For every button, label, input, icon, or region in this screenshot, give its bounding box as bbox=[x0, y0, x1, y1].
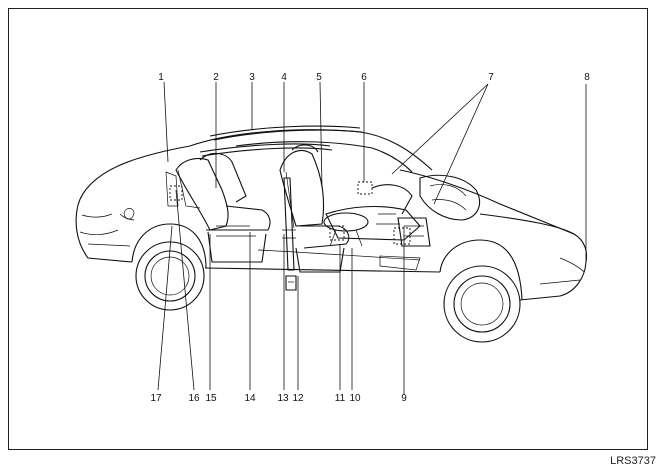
callout-11: 11 bbox=[335, 393, 346, 404]
callout-14: 14 bbox=[244, 393, 256, 404]
car-body bbox=[75, 125, 588, 301]
callout-7: 7 bbox=[488, 72, 494, 83]
callout-13: 13 bbox=[277, 393, 289, 404]
callout-8: 8 bbox=[584, 72, 590, 83]
callout-6: 6 bbox=[361, 72, 367, 83]
rear-seat bbox=[165, 152, 271, 263]
sensor-boxes bbox=[169, 181, 411, 245]
callout-12: 12 bbox=[292, 393, 304, 404]
callout-labels: 1 2 3 4 5 6 7 8 9 10 11 12 13 14 15 16 1… bbox=[150, 72, 590, 404]
front-seat bbox=[279, 144, 350, 291]
callout-5: 5 bbox=[316, 72, 322, 83]
callout-3: 3 bbox=[249, 72, 255, 83]
callout-2: 2 bbox=[213, 72, 219, 83]
callout-15: 15 bbox=[205, 393, 217, 404]
callout-9: 9 bbox=[401, 393, 407, 404]
sensor-box-9 bbox=[393, 227, 411, 245]
callout-4: 4 bbox=[281, 72, 287, 83]
sensor-box-rear bbox=[169, 185, 183, 201]
callout-16: 16 bbox=[188, 393, 200, 404]
callout-1: 1 bbox=[158, 72, 164, 83]
callout-17: 17 bbox=[150, 393, 162, 404]
callout-10: 10 bbox=[349, 393, 361, 404]
dashboard bbox=[323, 184, 421, 247]
sensor-box-center bbox=[329, 225, 345, 241]
leader-lines bbox=[157, 81, 587, 394]
front-wheel bbox=[443, 265, 521, 343]
sensor-box-6 bbox=[357, 181, 373, 195]
diagram-frame bbox=[8, 8, 648, 450]
figure-code: LRS3737 bbox=[610, 455, 656, 467]
engine-bay bbox=[379, 174, 480, 271]
